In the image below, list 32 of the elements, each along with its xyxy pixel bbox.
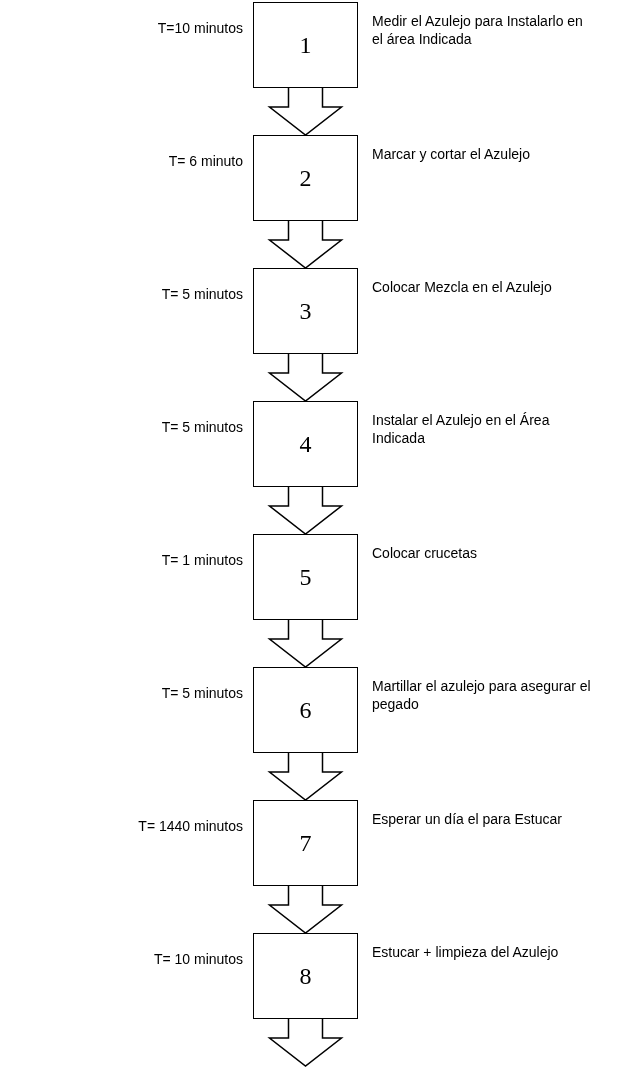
block-arrow <box>267 885 344 934</box>
duration-label: T=10 minutos <box>157 20 243 36</box>
step-description: Martillar el azulejo para asegurar el pegado <box>372 677 592 713</box>
step-description: Esperar un día el para Estucar <box>372 810 563 828</box>
process-box: 5 <box>253 534 358 620</box>
block-arrow <box>267 619 344 668</box>
duration-label: T= 5 minutos <box>161 685 243 701</box>
duration-label: T= 5 minutos <box>161 419 243 435</box>
step-description: Colocar crucetas <box>372 544 479 562</box>
step-description: Instalar el Azulejo en el Área Indicada <box>372 411 551 447</box>
block-arrow <box>267 1018 344 1067</box>
process-box: 8 <box>253 933 358 1019</box>
block-arrow <box>267 752 344 801</box>
duration-label: T= 1440 minutos <box>138 818 243 834</box>
process-box: 1 <box>253 2 358 88</box>
process-box: 3 <box>253 268 358 354</box>
process-box: 4 <box>253 401 358 487</box>
duration-label: T= 10 minutos <box>153 951 243 967</box>
duration-label: T= 1 minutos <box>161 552 243 568</box>
step-description: Estucar + limpieza del Azulejo <box>372 943 560 961</box>
process-box: 7 <box>253 800 358 886</box>
step-description: Colocar Mezcla en el Azulejo <box>372 278 553 296</box>
block-arrow <box>267 486 344 535</box>
duration-label: T= 5 minutos <box>161 286 243 302</box>
block-arrow <box>267 220 344 269</box>
process-box: 2 <box>253 135 358 221</box>
duration-label: T= 6 minuto <box>168 153 243 169</box>
process-box: 6 <box>253 667 358 753</box>
step-description: Marcar y cortar el Azulejo <box>372 145 531 163</box>
block-arrow <box>267 87 344 136</box>
block-arrow <box>267 353 344 402</box>
step-description: Medir el Azulejo para Instalarlo en el área Indicada <box>372 12 584 48</box>
